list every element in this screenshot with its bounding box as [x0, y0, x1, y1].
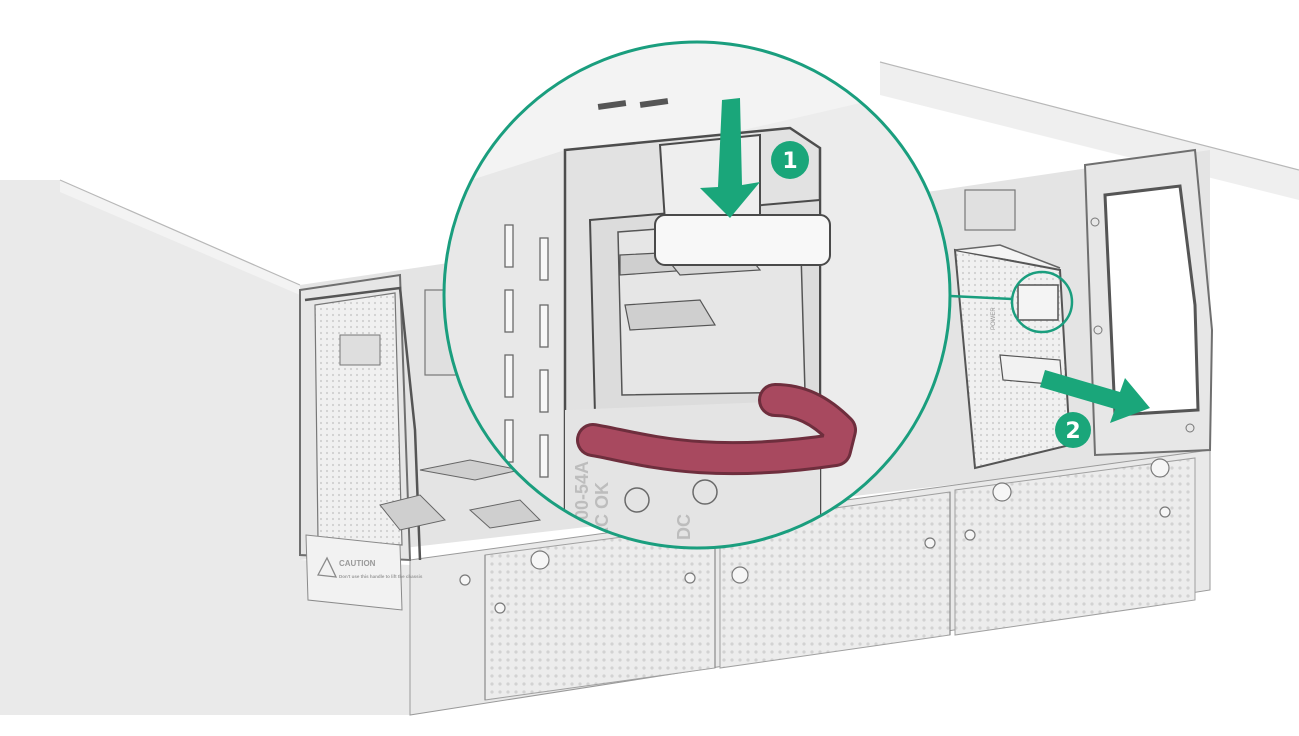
step-2-number: 2	[1065, 419, 1080, 444]
psu-module: POWER	[953, 244, 1072, 470]
svg-text:POWER: POWER	[991, 307, 997, 330]
caution-text: Don't use this handle to lift the chassi…	[339, 574, 423, 579]
zoom-connector-line	[949, 294, 1013, 301]
psu-model-label: 00-54A	[572, 461, 592, 520]
ac-led	[624, 487, 650, 513]
psu-handle	[576, 383, 857, 476]
dc-led	[692, 479, 718, 505]
zoom-inset-border	[442, 40, 952, 550]
step-2-badge: 2	[1055, 412, 1091, 448]
zoom-indicator-circle	[1010, 270, 1074, 334]
status-ac-label: AC OK	[592, 482, 612, 540]
step-1-badge: 1	[771, 141, 809, 179]
press-arrow	[700, 98, 760, 218]
zoom-inset: 00-54A AC OK DC	[442, 40, 952, 550]
pull-arrow	[1040, 370, 1150, 423]
step-1-number: 1	[782, 149, 797, 174]
caution-title: CAUTION	[339, 559, 376, 568]
status-dc-label: DC	[674, 514, 694, 540]
psu-small-label: POWER	[991, 307, 997, 330]
caution-label: CAUTION Don't use this handle to lift th…	[305, 534, 423, 611]
